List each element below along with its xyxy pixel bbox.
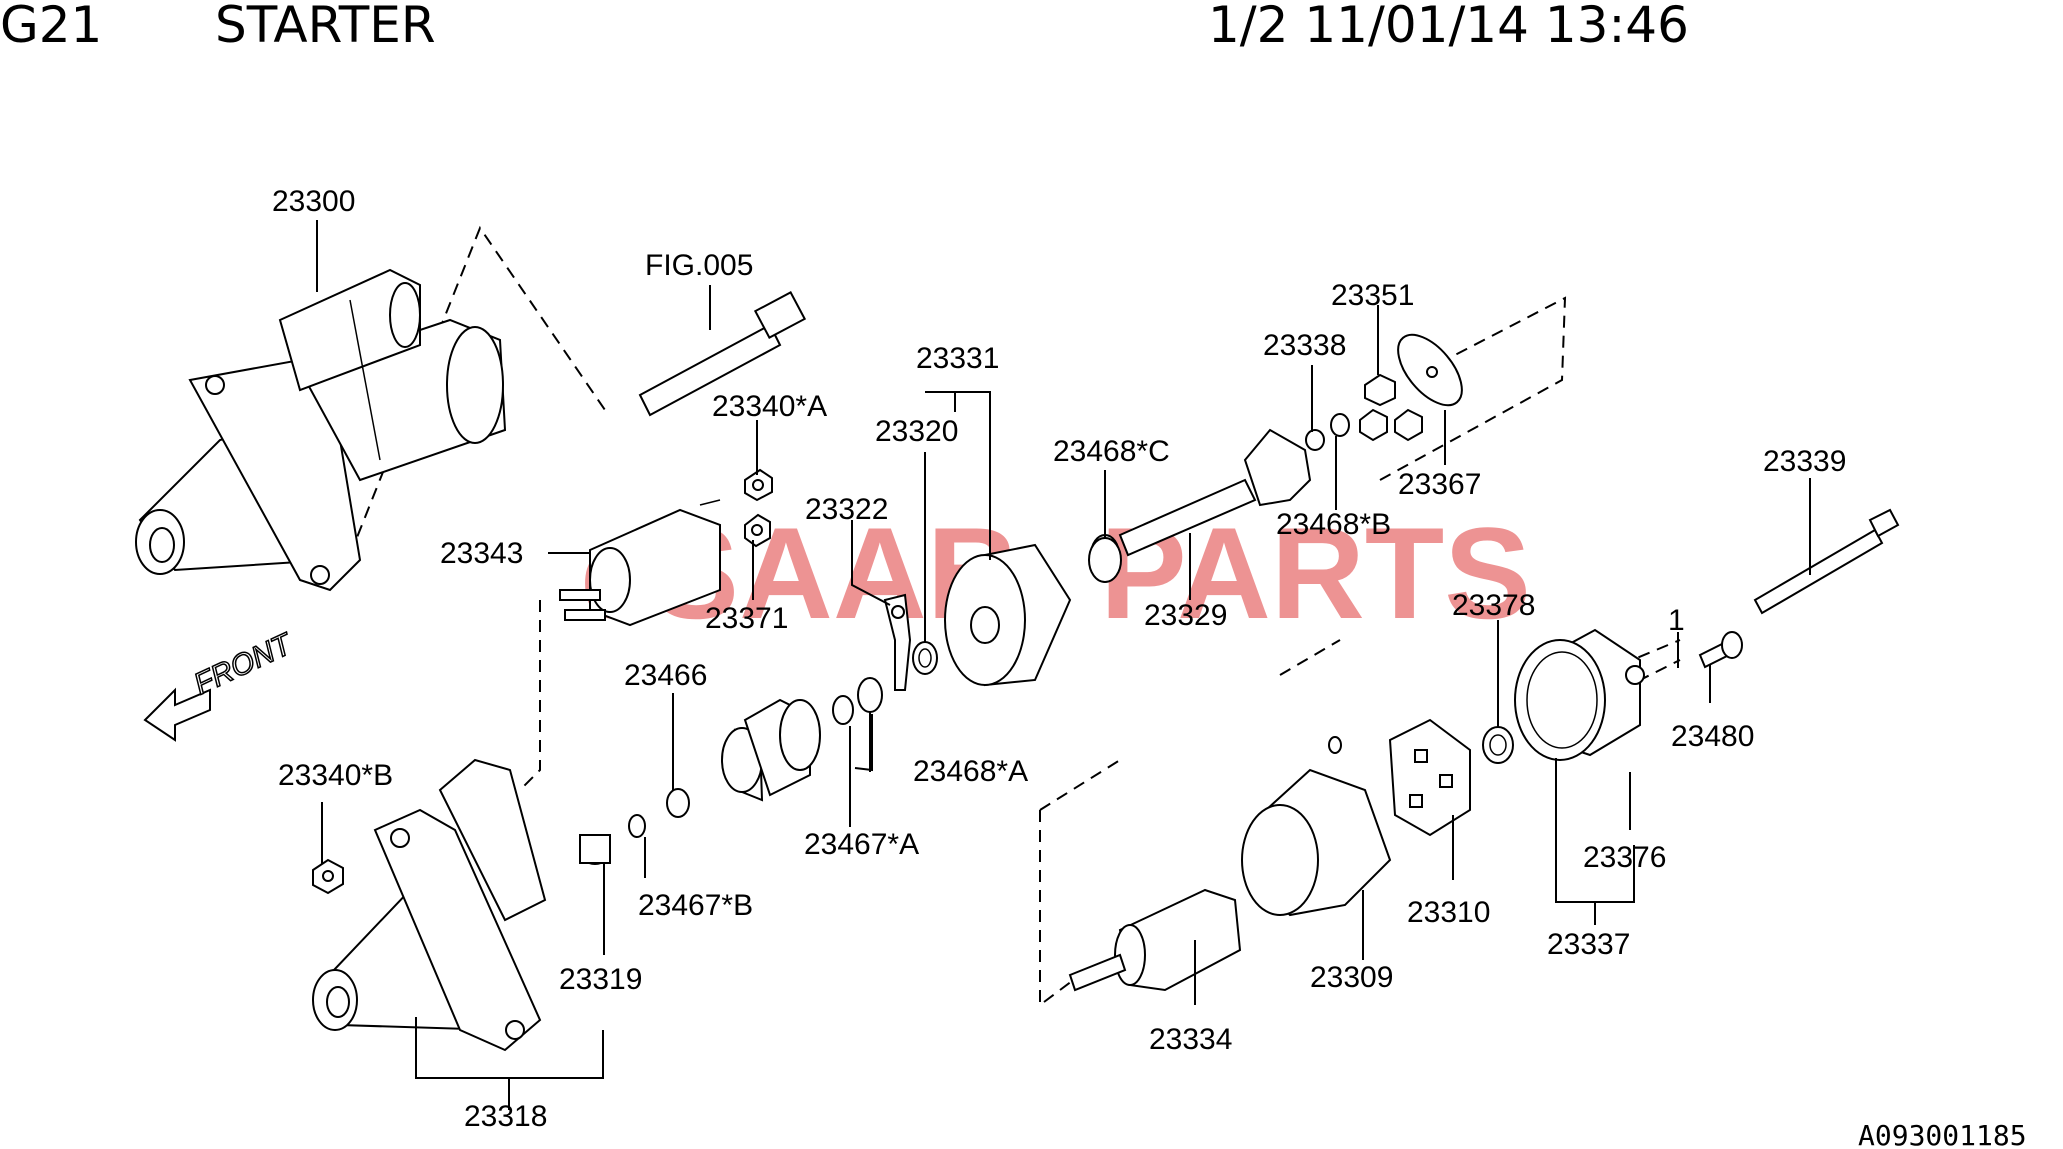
- callout-23318: 23318: [464, 1100, 547, 1133]
- washer-23371: [744, 513, 771, 548]
- starter-assembly-23300: [135, 268, 507, 592]
- callout-23468b: 23468*B: [1276, 508, 1391, 541]
- callout-23340a: 23340*A: [712, 390, 827, 423]
- bolt-23339: [1753, 508, 1900, 615]
- reference-code: A093001185: [1858, 1119, 2027, 1149]
- screw-23480: [1698, 631, 1743, 669]
- solenoid-23343: [559, 499, 721, 627]
- callout-23339: 23339: [1763, 445, 1846, 478]
- callout-23467b: 23467*B: [638, 889, 753, 922]
- callout-23467a: 23467*A: [804, 828, 919, 861]
- callout-23378: 23378: [1452, 589, 1535, 622]
- gear-23331: [944, 543, 1072, 687]
- pinion-23466: [721, 698, 821, 802]
- leader-lines: [316, 220, 1811, 1110]
- diagram-title: STARTER: [215, 0, 436, 54]
- figure-code: G21: [0, 0, 102, 54]
- callout-23338: 23338: [1263, 329, 1346, 362]
- clip-23467b: [628, 814, 646, 838]
- washer-23468c: [1088, 537, 1122, 583]
- callout-23340b: 23340*B: [278, 759, 393, 792]
- bushing-23319: [579, 834, 611, 865]
- callout-23310: 23310: [1407, 896, 1490, 929]
- yoke-23309: [1241, 736, 1392, 917]
- pin-23338: [1305, 429, 1325, 451]
- lever-23322: [883, 593, 912, 691]
- callout-23320: 23320: [875, 415, 958, 448]
- callout-23466: 23466: [624, 659, 707, 692]
- callout-23329: 23329: [1144, 599, 1227, 632]
- callout-mark-1: 1: [1668, 604, 1685, 637]
- callout-23322: 23322: [805, 493, 888, 526]
- washer-23468b: [1330, 413, 1350, 437]
- brush-holder-23310: [1388, 718, 1471, 837]
- front-label: FRONT: [189, 627, 299, 702]
- nut-23351: [1359, 373, 1423, 442]
- nut-23340b: [312, 858, 344, 895]
- callout-23319: 23319: [559, 963, 642, 996]
- callout-23371: 23371: [705, 602, 788, 635]
- callout-23468c: 23468*C: [1053, 435, 1170, 468]
- front-indicator: FRONT: [143, 626, 300, 742]
- callout-23334: 23334: [1149, 1023, 1232, 1056]
- callout-23309: 23309: [1310, 961, 1393, 994]
- through-bolt-fig005: [638, 291, 807, 417]
- callout-23337: 23337: [1547, 928, 1630, 961]
- front-housing-23318: [312, 758, 547, 1052]
- nut-23340a: [744, 468, 773, 502]
- washer-23320: [912, 641, 938, 675]
- callout-23343: 23343: [440, 537, 523, 570]
- armature-23334: [1068, 888, 1242, 992]
- callout-labels: 23300 FIG.005 23340*A 23343 23371 23322 …: [272, 185, 1846, 1133]
- washer-23467a: [832, 695, 854, 725]
- callout-23331: 23331: [916, 342, 999, 375]
- callout-23480: 23480: [1671, 720, 1754, 753]
- plate-23367: [1397, 333, 1463, 407]
- front-arrow-icon: [143, 687, 211, 742]
- callout-fig005: FIG.005: [645, 249, 753, 282]
- callout-23351: 23351: [1331, 279, 1414, 312]
- ring-23466: [666, 788, 690, 818]
- callout-23468a: 23468*A: [913, 755, 1028, 788]
- callout-23367: 23367: [1398, 468, 1481, 501]
- washer-23468a: [857, 677, 883, 713]
- callout-23376: 23376: [1583, 841, 1666, 874]
- end-frame-23337: [1514, 628, 1645, 761]
- callout-23300: 23300: [272, 185, 355, 218]
- page-datetime: 1/2 11/01/14 13:46: [1208, 0, 1689, 54]
- bushing-23378: [1482, 726, 1514, 764]
